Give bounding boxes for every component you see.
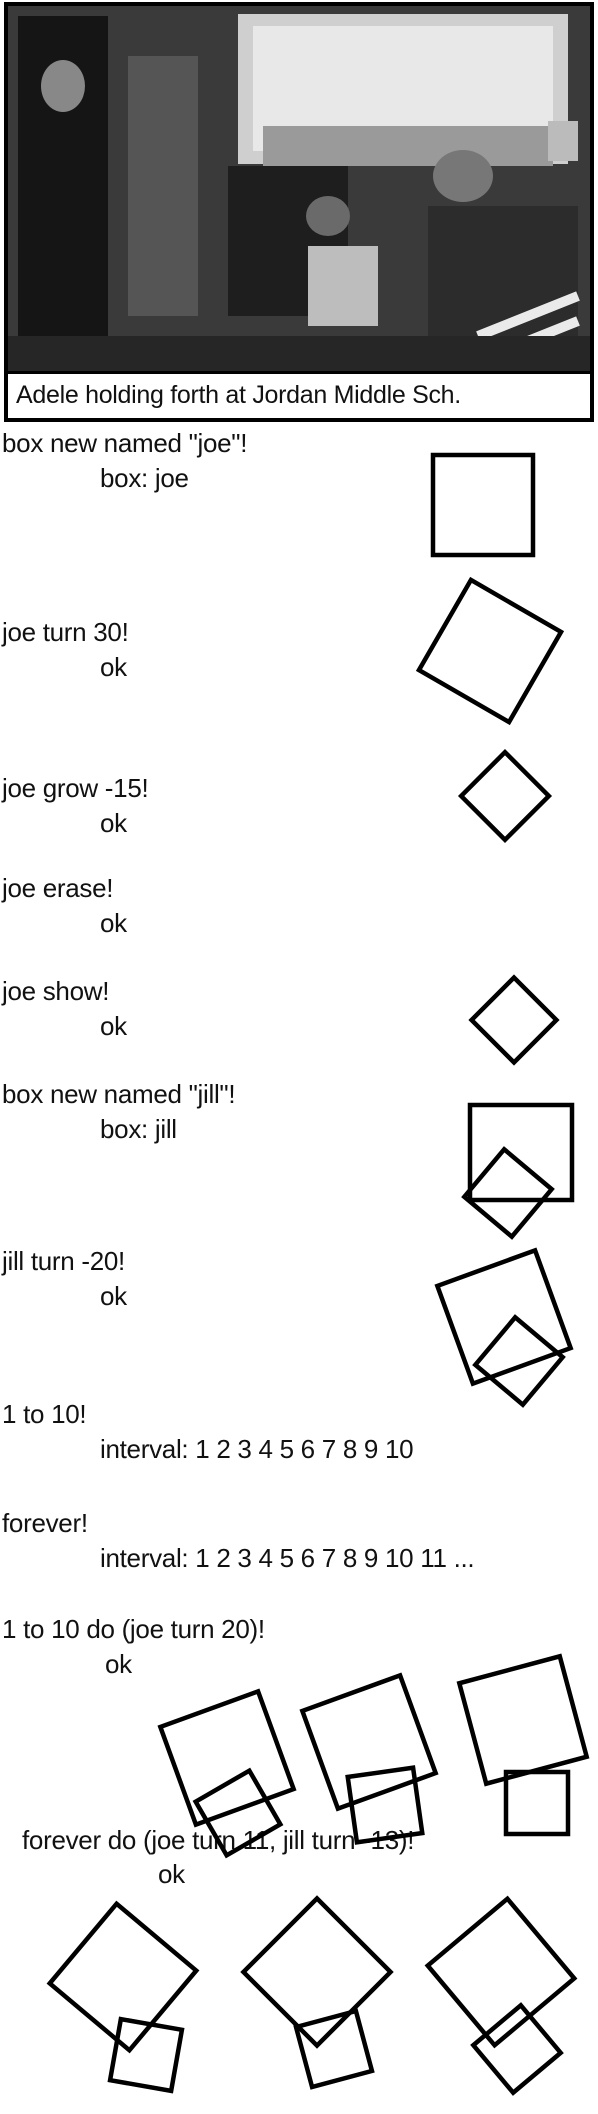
command-line: joe turn 30! [2, 617, 129, 647]
command-result: interval: 1 2 3 4 5 6 7 8 9 10 [100, 1434, 414, 1464]
command-line: 1 to 10! [2, 1399, 87, 1429]
box-jill [461, 1146, 555, 1240]
command-line: box new named "joe"! [2, 428, 248, 458]
box-joe [430, 452, 536, 558]
box-joe [299, 1672, 439, 1812]
command-line: joe grow -15! [2, 773, 149, 803]
command-result: ok [100, 908, 127, 938]
box-jill [293, 2008, 375, 2090]
box-jill [470, 2002, 564, 2096]
box-joe [467, 1102, 575, 1203]
box-joe [46, 1900, 200, 2054]
classroom-photo-image [8, 6, 590, 418]
command-result: ok [100, 1281, 127, 1311]
box-jill [107, 2016, 185, 2094]
box-jill [472, 1314, 566, 1408]
command-result: ok [100, 1011, 127, 1041]
box-joe [424, 1895, 578, 2049]
command-result: ok [100, 808, 127, 838]
classroom-photo: Adele holding forth at Jordan Middle Sch… [4, 2, 594, 422]
command-line: 1 to 10 do (joe turn 20)! [2, 1614, 265, 1644]
command-line: joe show! [2, 976, 110, 1006]
command-line: jill turn -20! [2, 1246, 125, 1276]
command-line: joe erase! [2, 873, 114, 903]
box-jill [345, 1765, 425, 1845]
command-line: box new named "jill"! [2, 1079, 236, 1109]
box-joe [157, 1688, 297, 1828]
command-result: ok [100, 652, 127, 682]
box-jill [503, 1769, 571, 1837]
command-line: forever! [2, 1508, 88, 1538]
box-jill [192, 1767, 284, 1859]
box-joe [415, 576, 565, 726]
box-joe [456, 1653, 590, 1787]
command-result: ok [105, 1649, 132, 1679]
box-joe [240, 1895, 394, 2049]
command-result: interval: 1 2 3 4 5 6 7 8 9 10 11 ... [100, 1543, 475, 1573]
command-result: ok [158, 1859, 185, 1889]
command-result: box: joe [100, 463, 189, 493]
command-result: box: jill [100, 1114, 177, 1144]
photo-caption: Adele holding forth at Jordan Middle Sch… [8, 371, 590, 418]
box-joe [434, 1247, 574, 1387]
box-joe [457, 748, 553, 844]
box-joe [468, 974, 560, 1066]
